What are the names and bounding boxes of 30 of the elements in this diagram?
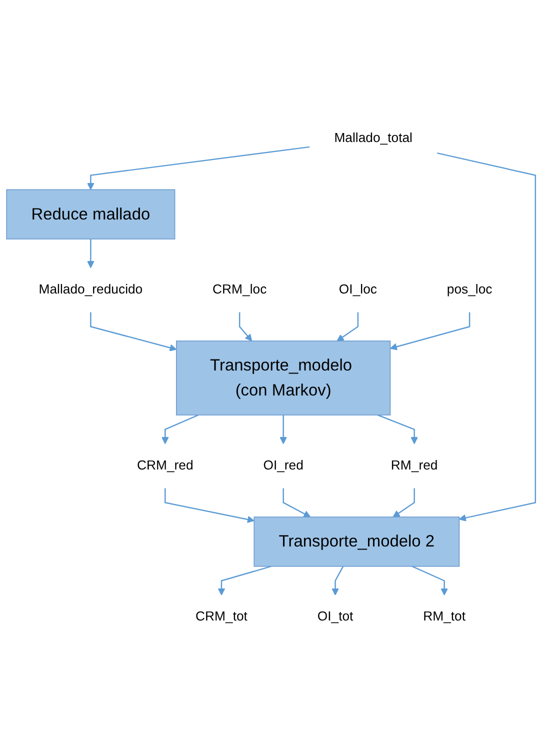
arrow (87, 239, 94, 268)
arrow (412, 566, 448, 596)
node-text: CRM_tot (196, 610, 248, 624)
node-text: RM_red (390, 458, 438, 473)
arrow (218, 566, 272, 596)
arrow (87, 146, 310, 190)
arrow (238, 312, 252, 342)
node-text: CRM_red (136, 458, 194, 473)
arrow (392, 488, 415, 518)
node-text: pos_loc (446, 282, 492, 297)
node-text: Mallado_total (334, 131, 412, 146)
node-box: Transporte_modelo 2 (254, 516, 460, 567)
node-text: Mallado_reducido (38, 282, 143, 297)
node-box: Reduce mallado (6, 189, 176, 240)
node-box: Transporte_modelo (con Markov) (176, 340, 391, 416)
arrow (377, 414, 418, 444)
node-text: OI_red (263, 458, 304, 473)
node-text: OI_tot (317, 610, 354, 624)
node-text: CRM_loc (212, 282, 267, 297)
arrow (336, 312, 359, 342)
arrow (164, 488, 254, 523)
arrow (332, 566, 344, 596)
arrow (280, 415, 287, 444)
arrow (282, 488, 311, 518)
node-text: RM_tot (423, 610, 466, 624)
arrow (437, 152, 536, 522)
arrow (90, 312, 177, 352)
node-text: OI_loc (338, 282, 377, 297)
arrow (162, 414, 198, 444)
arrow (390, 312, 470, 350)
